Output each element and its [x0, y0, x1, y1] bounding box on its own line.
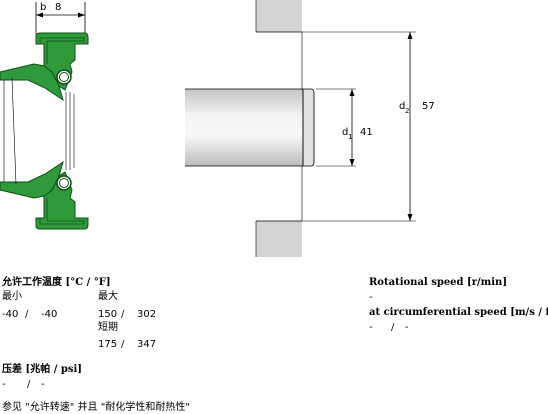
- d1-value: 41: [360, 127, 373, 138]
- temperature-min-c: -40: [2, 309, 19, 320]
- temperature-max-f: 302: [137, 309, 157, 320]
- d2-value: 57: [422, 101, 435, 112]
- temperature-max-sep: /: [121, 309, 125, 320]
- d1-dimension: d 1 41: [316, 88, 373, 167]
- temperature-min-f: -40: [41, 309, 58, 320]
- d1-subscript: 1: [348, 133, 352, 141]
- pressure-value-1: -: [2, 379, 6, 390]
- width-label: b: [40, 2, 46, 13]
- temperature-short-label: 短期: [98, 322, 118, 333]
- width-dimension: b 8: [35, 2, 86, 34]
- seal-section: [0, 32, 89, 230]
- rotational-speed-title: Rotational speed [r/min]: [369, 277, 508, 288]
- d1-label: d: [342, 127, 348, 138]
- temperature-short-f: 347: [137, 339, 157, 350]
- shaft: [185, 88, 315, 167]
- seal-drawing: b 8: [0, 0, 435, 257]
- circumferential-speed-value-1: -: [369, 322, 373, 333]
- temperature-title: 允许工作温度 [°C / °F]: [2, 277, 111, 288]
- circumferential-speed-title: at circumferential speed [m/s / ft/s]: [369, 307, 548, 318]
- pressure-title: 压差 [兆帕 / psi]: [2, 364, 82, 375]
- rotational-speed-value: -: [369, 292, 373, 303]
- pressure-value-2: -: [41, 379, 45, 390]
- pressure-sep: /: [27, 379, 31, 390]
- d2-subscript: 2: [405, 107, 409, 115]
- footnote-link[interactable]: 参见 "允许转速" 并且 "耐化学性和耐热性": [2, 402, 190, 413]
- temperature-short-sep: /: [121, 339, 125, 350]
- temperature-min-sep: /: [25, 309, 29, 320]
- d2-dimension: d 2 57: [302, 31, 435, 222]
- temperature-max-c: 150: [98, 309, 118, 320]
- circumferential-speed-sep: /: [391, 322, 395, 333]
- temperature-short-c: 175: [98, 339, 118, 350]
- temperature-max-label: 最大: [98, 291, 118, 302]
- width-value: 8: [55, 2, 61, 13]
- d2-label: d: [399, 101, 405, 112]
- housing: [255, 0, 303, 257]
- circumferential-speed-value-2: -: [405, 322, 409, 333]
- temperature-min-label: 最小: [2, 291, 22, 302]
